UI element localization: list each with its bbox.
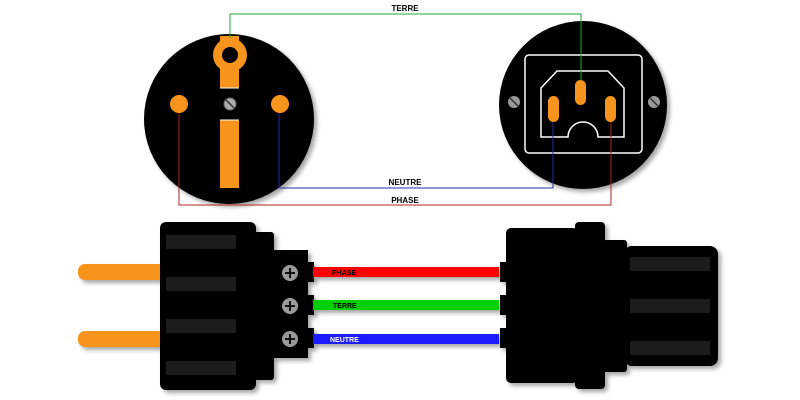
phase-pin — [605, 96, 616, 122]
label-terre: TERRE — [391, 4, 419, 13]
label-phase: PHASE — [391, 196, 419, 205]
earth-line — [229, 13, 582, 80]
phase-pin — [170, 95, 188, 113]
earth-pin — [575, 80, 586, 105]
neutral-line — [278, 113, 554, 189]
iec-face — [499, 21, 667, 189]
earth-wire — [313, 300, 499, 310]
schuko-face — [144, 34, 314, 204]
plus-screw-icon — [285, 334, 295, 344]
plus-screw-icon — [285, 268, 295, 278]
neutral-wire — [313, 334, 499, 344]
neutral-pin — [548, 96, 559, 122]
terminal-screws — [282, 265, 298, 347]
schuko-plug — [78, 222, 314, 390]
iec-plug — [500, 222, 718, 389]
phase-wire — [313, 267, 499, 277]
wire-label-terre: TERRE — [333, 303, 357, 310]
prong — [78, 331, 168, 347]
prong — [78, 264, 168, 280]
neutral-pin — [271, 95, 289, 113]
wire-label-neutre: NEUTRE — [330, 337, 359, 344]
label-neutre: NEUTRE — [389, 178, 423, 187]
phase-line — [178, 113, 612, 206]
earth-hole-icon — [222, 47, 238, 63]
plus-screw-icon — [285, 301, 295, 311]
wire-label-phase: PHASE — [332, 270, 356, 277]
